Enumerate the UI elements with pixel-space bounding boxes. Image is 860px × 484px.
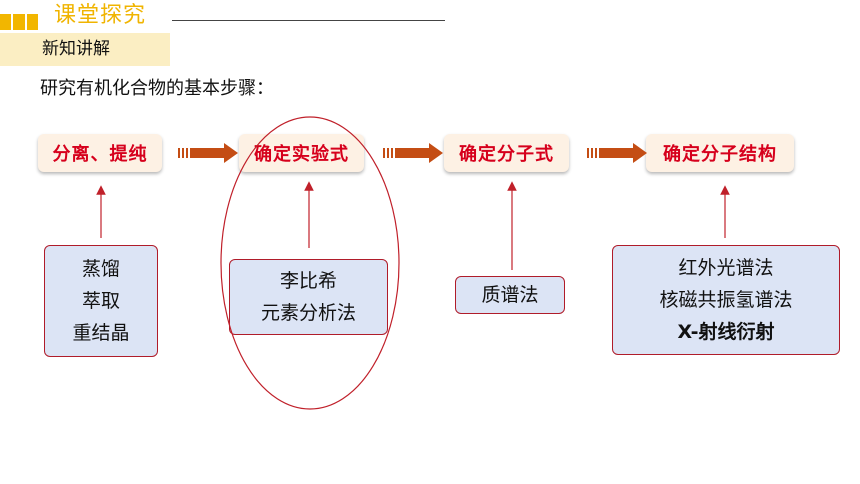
method-line: 元素分析法 [260,302,356,324]
method-box-structure-analysis: 红外光谱法 核磁共振氢谱法 X-射线衍射 [612,245,840,355]
section-title: 课堂探究 [54,3,147,28]
method-line: 萃取 [81,290,120,312]
method-line: 红外光谱法 [678,257,774,279]
method-line: 核磁共振氢谱法 [659,289,793,311]
method-line: 李比希 [279,270,337,292]
subsection-label: 新知讲解 [0,33,170,66]
method-line: X-射线衍射 [677,321,775,343]
flow-arrow-2 [383,143,443,163]
method-line: 质谱法 [481,284,539,306]
header-divider [172,20,445,21]
flow-arrow-1 [178,143,238,163]
step-molecular-formula: 确定分子式 [444,134,569,172]
step-molecular-structure: 确定分子结构 [646,134,794,172]
intro-text: 研究有机化合物的基本步骤： [40,78,274,99]
method-box-elemental-analysis: 李比希 元素分析法 [229,259,388,335]
method-box-mass-spectrometry: 质谱法 [455,276,565,314]
method-line: 蒸馏 [81,258,120,280]
highlight-ellipse [220,116,400,410]
flow-arrow-3 [587,143,647,163]
step-empirical-formula: 确定实验式 [239,134,364,172]
method-line: 重结晶 [72,322,130,344]
method-box-separation: 蒸馏 萃取 重结晶 [44,245,158,357]
header-decor-bars [0,14,38,30]
step-separation-purification: 分离、提纯 [38,134,162,172]
